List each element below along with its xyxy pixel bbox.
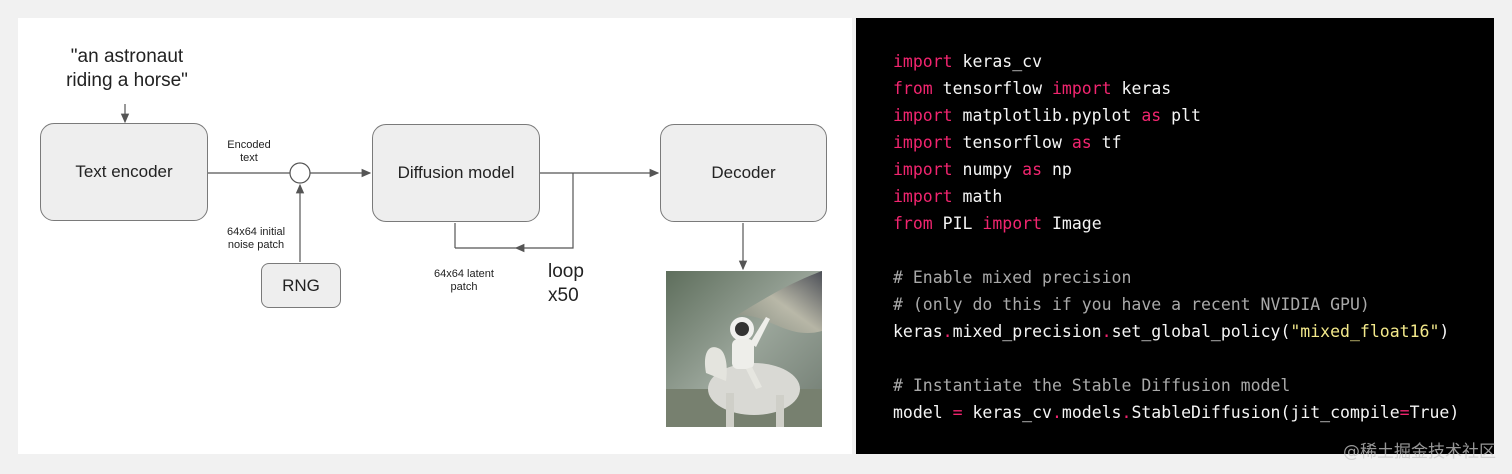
decoder-label: Decoder (711, 163, 776, 182)
encoded-text-label: Encoded text (227, 139, 271, 164)
diffusion-model-label: Diffusion model (397, 163, 515, 182)
code-token: # (only do this if you have a recent NVI… (893, 295, 1370, 314)
code-token: import (893, 106, 953, 125)
rng-label: RNG (282, 275, 320, 295)
code-token: keras (893, 322, 943, 341)
code-token: PIL (932, 214, 983, 233)
code-token: . (1121, 403, 1132, 422)
noise-patch-label: 64x64 initial noise patch (226, 226, 286, 251)
code-token: import (893, 52, 953, 71)
code-token: . (1101, 322, 1112, 341)
code-token: keras_cv (952, 52, 1043, 71)
code-token: = (1399, 403, 1410, 422)
diagram-panel: "an astronaut riding a horse" Text encod… (18, 18, 852, 454)
code-token: as (1141, 106, 1162, 125)
code-token: numpy (952, 160, 1023, 179)
loop-arrow (514, 173, 574, 253)
code-line: import numpy as np (893, 156, 1459, 183)
code-token: import (1051, 79, 1112, 98)
code-line: # Enable mixed precision (893, 264, 1459, 291)
code-token: tf (1091, 133, 1122, 152)
code-token: import (893, 133, 953, 152)
code-token: . (1051, 403, 1062, 422)
code-token: tensorflow (952, 133, 1072, 152)
code-token: Image (1042, 214, 1102, 233)
code-token: tensorflow (932, 79, 1052, 98)
code-line: keras.mixed_precision.set_global_policy(… (893, 318, 1459, 345)
code-token: import (982, 214, 1043, 233)
astronaut-horse-image (666, 271, 822, 427)
code-token: import (893, 160, 953, 179)
code-line: # (only do this if you have a recent NVI… (893, 291, 1459, 318)
code-line: import math (893, 183, 1459, 210)
code-token: matplotlib.pyplot (952, 106, 1142, 125)
code-line: from PIL import Image (893, 210, 1459, 237)
code-token: import (893, 187, 953, 206)
code-line: # Instantiate the Stable Diffusion model (893, 372, 1459, 399)
code-line: import keras_cv (893, 48, 1459, 75)
code-token: . (942, 322, 953, 341)
diffusion-model-box: Diffusion model (372, 124, 540, 222)
diagram-connectors (120, 104, 748, 271)
watermark: @稀土掘金技术社区 (1343, 442, 1496, 462)
text-encoder-box: Text encoder (40, 123, 208, 221)
code-token: # Enable mixed precision (893, 268, 1132, 287)
code-token: from (893, 214, 933, 233)
decoder-box: Decoder (660, 124, 827, 222)
latent-patch-label: 64x64 latent patch (434, 268, 494, 293)
code-token: # Instantiate the Stable Diffusion model (893, 376, 1291, 395)
code-token: model (893, 403, 953, 422)
code-token: StableDiffusion(jit_compile (1131, 403, 1400, 422)
code-line (893, 345, 1459, 372)
code-token: as (1022, 160, 1043, 179)
code-token: = (952, 403, 963, 422)
code-token: set_global_policy( (1111, 322, 1291, 341)
junction-circle (289, 162, 311, 184)
code-token: mixed_precision (952, 322, 1102, 341)
rng-box: RNG (261, 263, 341, 308)
code-token: True) (1409, 403, 1460, 422)
code-token: "mixed_float16" (1290, 322, 1440, 341)
code-token: as (1071, 133, 1092, 152)
code-line: model = keras_cv.models.StableDiffusion(… (893, 399, 1459, 426)
prompt-text: "an astronaut riding a horse" (66, 46, 188, 91)
code-token: np (1042, 160, 1072, 179)
code-token: keras_cv (962, 403, 1052, 422)
code-line: import tensorflow as tf (893, 129, 1459, 156)
code-token: from (893, 79, 933, 98)
text-encoder-label: Text encoder (75, 162, 173, 181)
loop-label: loop x50 (548, 261, 584, 306)
code-token: math (952, 187, 1003, 206)
code-token: ) (1439, 322, 1450, 341)
code-token: models (1061, 403, 1122, 422)
code-token: plt (1161, 106, 1201, 125)
code-line: import matplotlib.pyplot as plt (893, 102, 1459, 129)
code-line (893, 237, 1459, 264)
code-token: keras (1111, 79, 1172, 98)
code-line: from tensorflow import keras (893, 75, 1459, 102)
